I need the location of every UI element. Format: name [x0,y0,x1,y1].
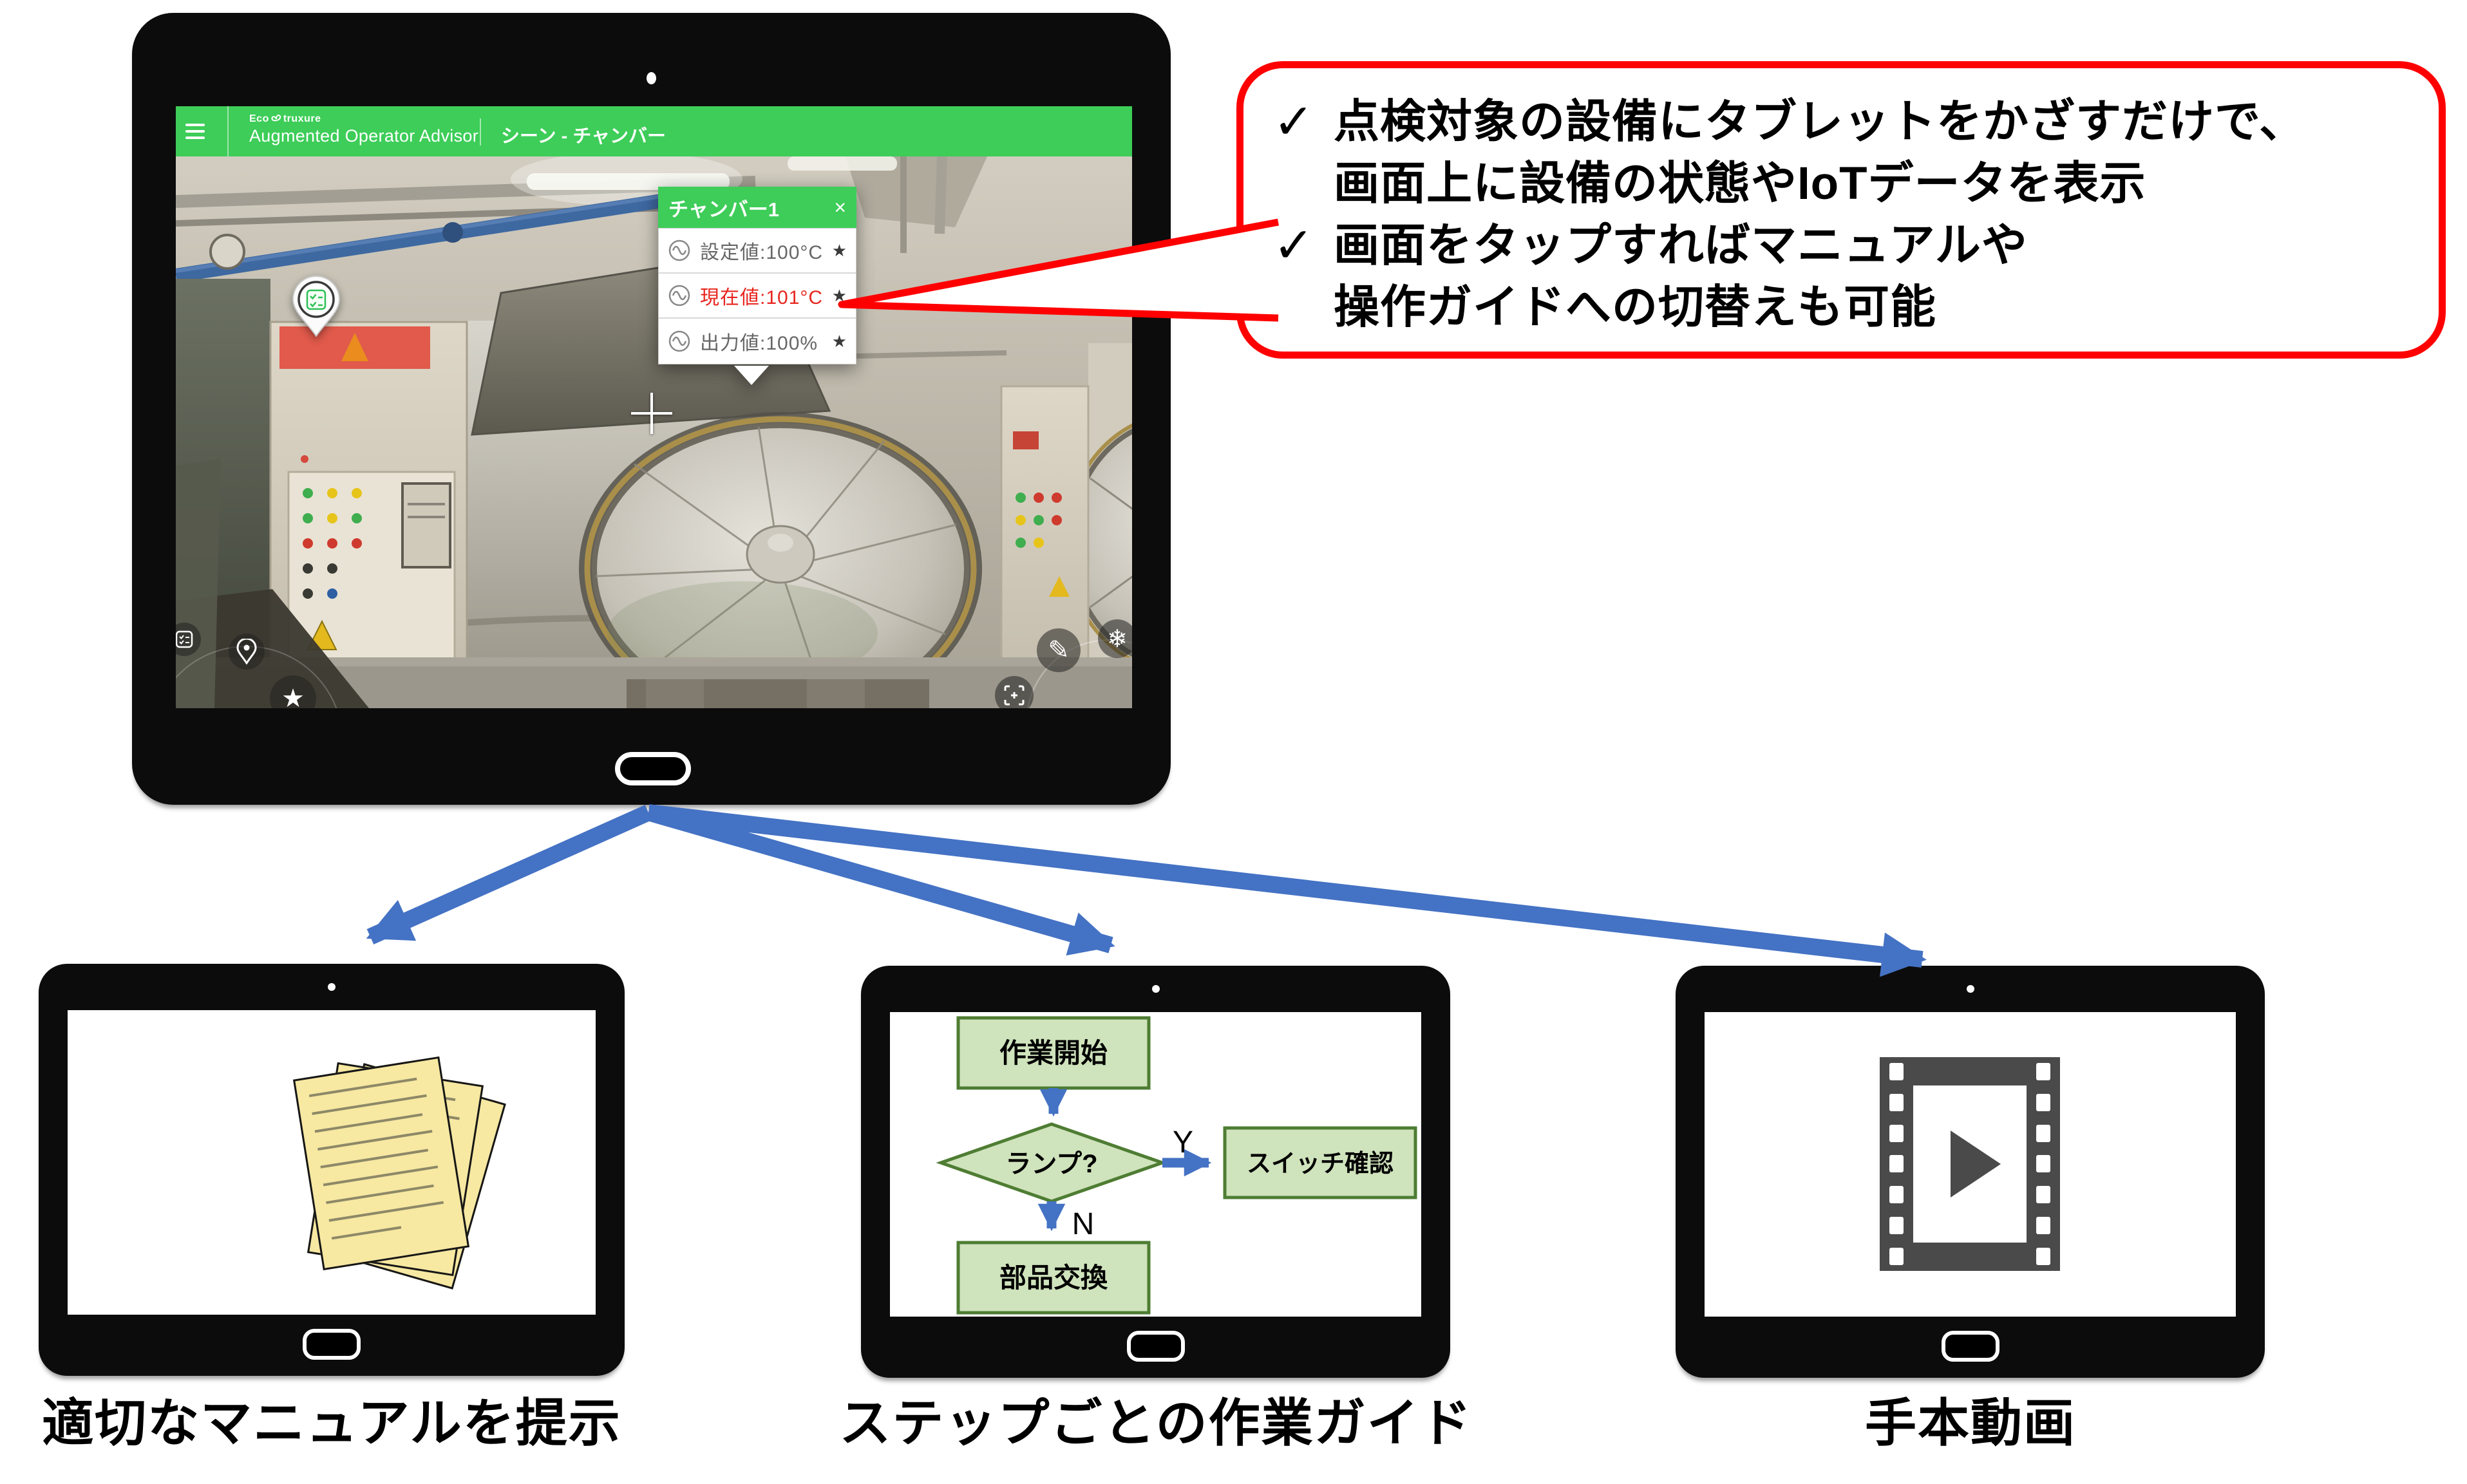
home-button[interactable] [615,752,691,785]
scene-title: シーン - チャンバー [501,126,666,147]
guide-screen: 作業開始 ランプ? Y スイッチ確認 N 部品交換 [890,1012,1421,1317]
callout-item: ✓ 画面をタップすればマニュアルや 操作ガイドへの切替えも可能 [1273,215,2419,339]
documents-icon [292,1056,506,1290]
workflow-diagram: 作業開始 ランプ? Y スイッチ確認 N 部品交換 [936,1016,1417,1315]
star-icon: ★ [281,684,305,708]
camera-view: チャンバー1 × 設定値:100°C ★ 現在値:101°C ★ [176,156,1132,708]
callout-line: 点検対象の設備にタブレットをかざすだけで、 [1334,97,2306,147]
manual-tablet [39,964,625,1376]
arrow-to-manual [366,805,652,944]
capture-frame-icon [1004,685,1025,706]
camera-dot [328,983,336,991]
callout-text: ✓ 点検対象の設備にタブレットをかざすだけで、 画面上に設備の状態やIoTデータ… [1243,68,2439,354]
favorites-button[interactable]: ★ [270,675,316,708]
snowflake-icon: ❄ [1107,625,1128,653]
trend-wave-icon [668,330,690,352]
logo-suffix: truxure [283,113,321,124]
location-pin-icon [236,639,257,664]
favorite-star-icon[interactable]: ★ [831,331,847,351]
arrow-to-guide [646,804,1115,956]
app-title: Augmented Operator Advisor [249,126,478,146]
output-value: 出力値:100% [700,333,818,354]
flow-start-label: 作業開始 [999,1038,1108,1068]
freeze-button[interactable]: ❄ [1098,619,1132,658]
flow-start-box [956,1016,1151,1090]
film-strip-icon [1880,1057,2060,1271]
checklist-pin-marker[interactable] [292,275,341,337]
favorite-star-icon[interactable]: ★ [831,285,847,305]
trend-wave-icon [668,240,690,261]
flow-no-box [956,1241,1151,1315]
flow-yes-box [1223,1126,1417,1199]
ecostruxure-loop-icon [271,115,281,122]
setpoint-value: 設定値:100°C [700,242,824,263]
callout-bubble: ✓ 点検対象の設備にタブレットをかざすだけで、 画面上に設備の状態やIoTデータ… [1236,61,2446,359]
logo-prefix: Eco [249,113,269,124]
main-tablet: Eco truxure Augmented Operator Advisor シ… [132,13,1171,805]
title-divider [480,118,481,146]
close-icon[interactable]: × [834,196,846,219]
callout-line: 操作ガイドへの切替えも可能 [1334,282,1937,333]
app-header: Eco truxure Augmented Operator Advisor シ… [176,106,1132,156]
aoa-app-screen: Eco truxure Augmented Operator Advisor シ… [176,106,1132,708]
checklist-icon [176,630,193,648]
caption-manual: 適切なマニュアルを提示 [42,1395,621,1452]
caption-guide: ステップごとの作業ガイド [839,1395,1473,1452]
location-pin-button[interactable] [229,634,265,670]
callout-line: 画面をタップすればマニュアルや [1334,220,2028,271]
camera-dot [1151,985,1160,993]
current-value-row: 現在値:101°C ★ [659,274,856,319]
brand-block: Eco truxure Augmented Operator Advisor [249,113,478,146]
callout-line: 画面上に設備の状態やIoTデータを表示 [1334,158,2146,209]
hamburger-menu-icon[interactable] [185,124,205,139]
callout-item: ✓ 点検対象の設備にタブレットをかざすだけで、 画面上に設備の状態やIoTデータ… [1273,91,2419,215]
flow-decision-label: ランプ? [1005,1150,1097,1178]
chamber-popup: チャンバー1 × 設定値:100°C ★ 現在値:101°C ★ [658,187,856,385]
pencil-icon: ✎ [1048,636,1070,664]
video-screen [1705,1012,2236,1317]
trend-wave-icon [668,285,690,306]
flow-yes-label: Y [1173,1125,1193,1160]
guide-tablet: 作業開始 ランプ? Y スイッチ確認 N 部品交換 [861,966,1450,1378]
video-tablet [1676,966,2265,1378]
crosshair-icon [631,393,672,434]
flow-no-label: N [1072,1207,1095,1241]
chamber-popup-header: チャンバー1 × [658,187,856,228]
check-icon: ✓ [1273,95,1314,149]
film-sprockets [2027,1057,2060,1271]
camera-dot [1966,985,1974,993]
setpoint-row: 設定値:100°C ★ [659,229,856,274]
flow-yes-action: スイッチ確認 [1247,1151,1394,1178]
flow-no-action: 部品交換 [999,1263,1108,1293]
caption-video: 手本動画 [1865,1395,2076,1452]
video-frame [1913,1085,2027,1243]
header-divider [227,106,229,156]
chamber-popup-title: チャンバー1 [668,198,779,221]
ecostruxure-logo: Eco truxure [249,113,478,125]
play-icon [1951,1131,2001,1198]
home-button[interactable] [1941,1331,1999,1362]
check-icon: ✓ [1273,218,1314,273]
output-value-row: 出力値:100% ★ [659,319,856,364]
current-value: 現在値:101°C [700,287,824,308]
home-button[interactable] [1126,1331,1185,1362]
popup-pointer [734,366,769,385]
chamber-popup-rows: 設定値:100°C ★ 現在値:101°C ★ 出力値:100% ★ [658,228,856,364]
paper-sheet [292,1056,470,1271]
camera-dot [647,72,656,84]
arrow-to-video [647,804,1927,977]
manual-screen [68,1010,596,1315]
home-button[interactable] [303,1329,361,1360]
annotate-button[interactable]: ✎ [1037,628,1081,672]
film-sprockets [1880,1057,1913,1271]
favorite-star-icon[interactable]: ★ [831,240,847,260]
capture-frame-button[interactable] [995,676,1034,708]
